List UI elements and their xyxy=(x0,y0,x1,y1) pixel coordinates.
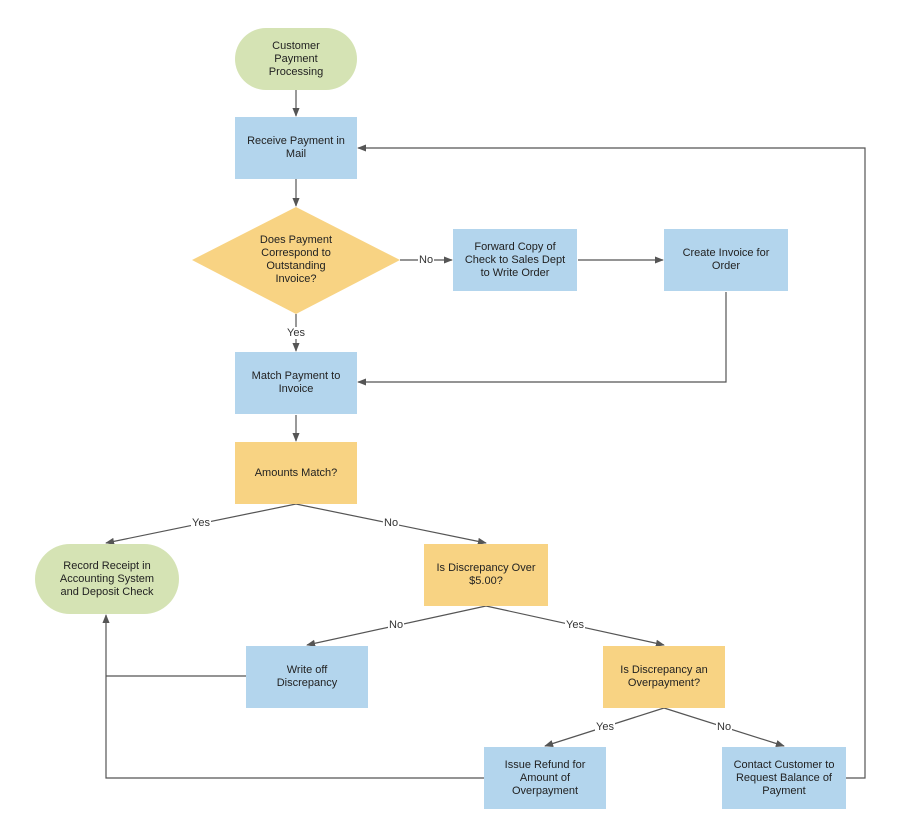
amounts-match-label: Amounts Match? xyxy=(254,466,338,479)
match-payment-step: Match Payment to Invoice xyxy=(235,352,357,414)
edge-create-invoice-to-match xyxy=(357,292,727,386)
receive-payment-label: Receive Payment in Mail xyxy=(247,135,345,160)
edge-contact-to-receive xyxy=(357,144,866,779)
write-off-label: Write off Discrepancy xyxy=(276,664,338,689)
issue-refund-step: Issue Refund for Amount of Overpayment xyxy=(484,747,606,809)
amounts-no-label: No xyxy=(383,517,400,529)
amounts-match-decision: Amounts Match? xyxy=(235,442,357,504)
decision-diamond-shape xyxy=(192,207,400,314)
record-receipt-terminal: Record Receipt in Accounting System and … xyxy=(35,544,179,614)
over-no-label: No xyxy=(388,619,405,631)
record-receipt-label: Record Receipt in Accounting System and … xyxy=(59,559,155,598)
discrepancy-over-decision: Is Discrepancy Over $5.00? xyxy=(424,544,548,606)
discrepancy-over-label: Is Discrepancy Over $5.00? xyxy=(436,562,536,587)
start-terminal: Customer Payment Processing xyxy=(235,28,357,90)
issue-refund-label: Issue Refund for Amount of Overpayment xyxy=(504,758,586,797)
contact-customer-step: Contact Customer to Request Balance of P… xyxy=(722,747,846,809)
create-invoice-step: Create Invoice for Order xyxy=(664,229,788,291)
correspond-decision: Does Payment Correspond to Outstanding I… xyxy=(230,226,362,294)
overpayment-decision: Is Discrepancy an Overpayment? xyxy=(603,646,725,708)
forward-copy-label: Forward Copy of Check to Sales Dept to W… xyxy=(464,240,566,279)
forward-copy-step: Forward Copy of Check to Sales Dept to W… xyxy=(453,229,577,291)
over-yes-label: Yes xyxy=(565,619,585,631)
correspond-decision-label: Does Payment Correspond to Outstanding I… xyxy=(259,234,333,285)
correspond-no-label: No xyxy=(418,254,435,266)
create-invoice-label: Create Invoice for Order xyxy=(682,247,770,272)
correspond-yes-label: Yes xyxy=(286,327,306,339)
overpay-yes-label: Yes xyxy=(595,721,615,733)
receive-payment-step: Receive Payment in Mail xyxy=(235,117,357,179)
start-terminal-label: Customer Payment Processing xyxy=(268,39,324,78)
overpayment-label: Is Discrepancy an Overpayment? xyxy=(620,664,708,689)
write-off-step: Write off Discrepancy xyxy=(246,646,368,708)
overpay-no-label: No xyxy=(716,721,733,733)
edge-refund-to-record xyxy=(102,614,484,779)
contact-customer-label: Contact Customer to Request Balance of P… xyxy=(733,758,835,797)
amounts-yes-label: Yes xyxy=(191,517,211,529)
match-payment-label: Match Payment to Invoice xyxy=(251,370,341,395)
